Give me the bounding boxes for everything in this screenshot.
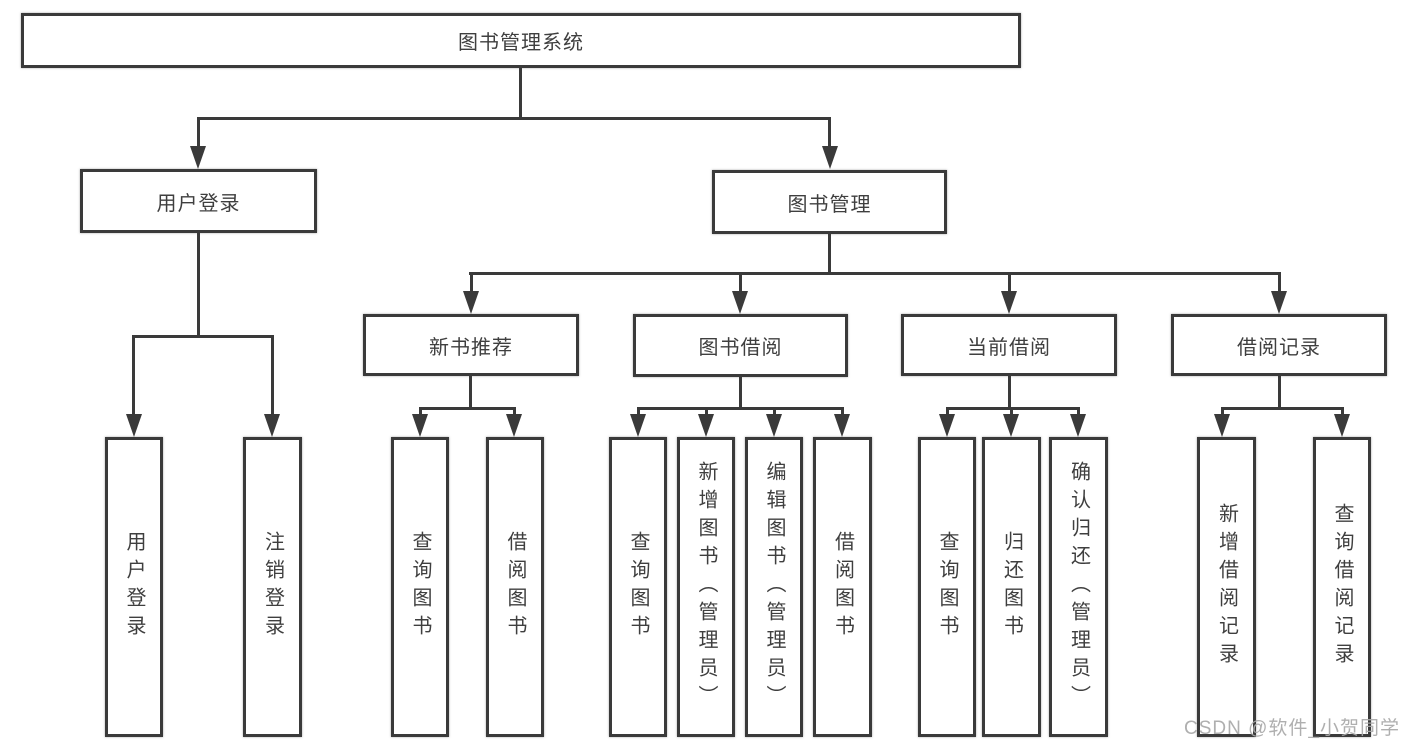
- connector-g2-drop-4: [841, 407, 844, 415]
- node-leaf-user-login: 用户登录: [105, 437, 163, 737]
- arrowhead-g2-4: [834, 414, 850, 437]
- node-label: 编辑图书（管理员）: [763, 461, 785, 713]
- connector-drop-leaf-logout: [271, 335, 274, 415]
- connector-bookmgmt-bar: [469, 272, 1281, 275]
- connector-g4-bar: [1221, 407, 1344, 410]
- connector-g2-drop-3: [773, 407, 776, 415]
- connector-g3-drop-3: [1077, 407, 1080, 415]
- arrowhead-g2-3: [766, 414, 782, 437]
- arrowhead-newbook: [463, 291, 479, 314]
- node-library-management-system: 图书管理系统: [21, 13, 1021, 68]
- node-label: 新书推荐: [429, 336, 513, 359]
- connector-g3-drop-1: [946, 407, 949, 415]
- arrowhead-g1-1: [412, 414, 428, 437]
- node-leaf-add-borrow-record: 新增借阅记录: [1197, 437, 1256, 737]
- node-leaf-query-books-recommend: 查询图书: [391, 437, 449, 737]
- arrowhead-records: [1271, 291, 1287, 314]
- connector-g1-stem: [469, 376, 472, 407]
- connector-userlogin-stem: [197, 233, 200, 335]
- connector-g4-drop-1: [1221, 407, 1224, 415]
- node-label: 注销登录: [261, 531, 284, 643]
- connector-userlogin-bar: [133, 335, 274, 338]
- arrowhead-current: [1001, 291, 1017, 314]
- connector-root-stem: [519, 68, 522, 117]
- node-leaf-query-books-current: 查询图书: [918, 437, 976, 737]
- arrowhead-g2-2: [698, 414, 714, 437]
- node-leaf-borrow-books-recommend: 借阅图书: [486, 437, 544, 737]
- node-label: 借阅记录: [1237, 336, 1321, 359]
- node-label: 用户登录: [123, 531, 145, 643]
- node-leaf-logout: 注销登录: [243, 437, 302, 737]
- node-label: 确认归还（管理员）: [1067, 461, 1090, 713]
- connector-g1-drop-2: [513, 407, 516, 415]
- connector-g2-drop-1: [637, 407, 640, 415]
- connector-g3-stem: [1008, 376, 1011, 407]
- node-label: 当前借阅: [967, 336, 1051, 359]
- connector-bookmgmt-stem: [828, 234, 831, 272]
- connector-root-bar: [197, 117, 831, 120]
- node-book-borrowing: 图书借阅: [633, 314, 848, 377]
- node-user-login: 用户登录: [80, 169, 317, 233]
- node-new-book-recommend: 新书推荐: [363, 314, 579, 376]
- arrowhead-g4-1: [1214, 414, 1230, 437]
- connector-g2-bar: [637, 407, 844, 410]
- node-leaf-return-books: 归还图书: [982, 437, 1041, 737]
- node-label: 查询图书: [936, 531, 958, 643]
- node-leaf-add-books-admin: 新增图书（管理员）: [677, 437, 735, 737]
- arrowhead-g1-2: [506, 414, 522, 437]
- connector-g1-bar: [419, 407, 516, 410]
- node-label: 查询借阅记录: [1331, 503, 1353, 671]
- node-label: 图书管理系统: [458, 32, 584, 54]
- node-label: 查询图书: [627, 531, 649, 643]
- arrowhead-leaf-logout: [264, 414, 280, 437]
- arrowhead-g2-1: [630, 414, 646, 437]
- connector-g4-stem: [1278, 376, 1281, 407]
- node-leaf-query-borrow-record: 查询借阅记录: [1313, 437, 1371, 737]
- arrowhead-leaf-login: [126, 414, 142, 437]
- connector-drop-current: [1008, 272, 1011, 292]
- arrowhead-g3-1: [939, 414, 955, 437]
- node-leaf-borrow-books: 借阅图书: [813, 437, 872, 737]
- connector-g3-bar: [946, 407, 1080, 410]
- node-label: 借阅图书: [504, 531, 526, 643]
- node-label: 图书借阅: [698, 337, 783, 359]
- csdn-watermark: CSDN @软件_小贺同学: [1184, 718, 1400, 739]
- node-label: 用户登录: [156, 192, 241, 215]
- connector-drop-borrow: [739, 272, 742, 292]
- node-label: 查询图书: [409, 531, 431, 643]
- connector-g4-drop-2: [1341, 407, 1344, 415]
- connector-g3-drop-2: [1010, 407, 1013, 415]
- node-borrowing-records: 借阅记录: [1171, 314, 1387, 376]
- arrowhead-g3-2: [1003, 414, 1019, 437]
- node-label: 新增图书（管理员）: [695, 461, 717, 713]
- arrowhead-g3-3: [1070, 414, 1086, 437]
- node-leaf-confirm-return-admin: 确认归还（管理员）: [1049, 437, 1108, 737]
- node-label: 归还图书: [1000, 531, 1023, 643]
- connector-g2-stem: [739, 377, 742, 407]
- connector-g2-drop-2: [705, 407, 708, 415]
- arrowhead-book-mgmt: [822, 146, 838, 169]
- node-label: 借阅图书: [831, 531, 854, 643]
- connector-drop-book-mgmt: [828, 117, 831, 155]
- node-label: 新增借阅记录: [1215, 503, 1238, 671]
- arrowhead-borrow: [732, 291, 748, 314]
- connector-drop-newbook: [470, 272, 473, 292]
- connector-drop-records: [1278, 272, 1281, 292]
- arrowhead-user-login: [190, 146, 206, 169]
- connector-drop-user-login: [197, 117, 200, 155]
- connector-drop-leaf-login: [132, 335, 135, 415]
- node-book-management: 图书管理: [712, 170, 947, 234]
- node-leaf-query-books-borrowing: 查询图书: [609, 437, 667, 737]
- connector-g1-drop-1: [419, 407, 422, 415]
- node-current-borrowing: 当前借阅: [901, 314, 1117, 376]
- node-label: 图书管理: [787, 193, 872, 216]
- node-leaf-edit-books-admin: 编辑图书（管理员）: [745, 437, 803, 737]
- arrowhead-g4-2: [1334, 414, 1350, 437]
